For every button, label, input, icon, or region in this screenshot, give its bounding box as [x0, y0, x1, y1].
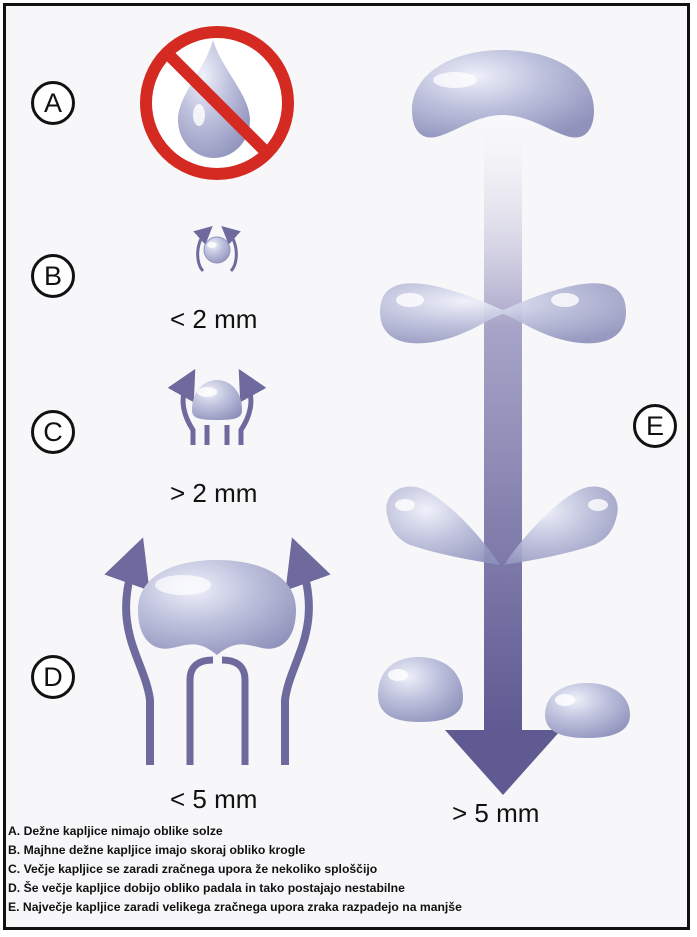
- legend-item-e: E. Največje kapljice zaradi velikega zra…: [8, 898, 688, 917]
- size-b: < 2 mm: [170, 304, 257, 335]
- size-c: > 2 mm: [170, 478, 257, 509]
- legend: A. Dežne kapljice nimajo oblike solze B.…: [8, 822, 688, 917]
- flattened-drop: [183, 380, 251, 445]
- label-d: D: [31, 655, 75, 699]
- small-sphere-drop: [198, 232, 237, 271]
- legend-item-c: C. Večje kapljice se zaradi zračnega upo…: [8, 860, 688, 879]
- legend-item-d: D. Še večje kapljice dobijo obliko padal…: [8, 879, 688, 898]
- label-b: B: [31, 254, 75, 298]
- label-e: E: [633, 404, 677, 448]
- legend-item-a: A. Dežne kapljice nimajo oblike solze: [8, 822, 688, 841]
- label-a: A: [31, 81, 75, 125]
- size-d: < 5 mm: [170, 784, 257, 815]
- legend-item-b: B. Majhne dežne kapljice imajo skoraj ob…: [8, 841, 688, 860]
- prohibited-teardrop-icon: [146, 32, 288, 174]
- label-c: C: [31, 410, 75, 454]
- parachute-drop: [126, 560, 309, 765]
